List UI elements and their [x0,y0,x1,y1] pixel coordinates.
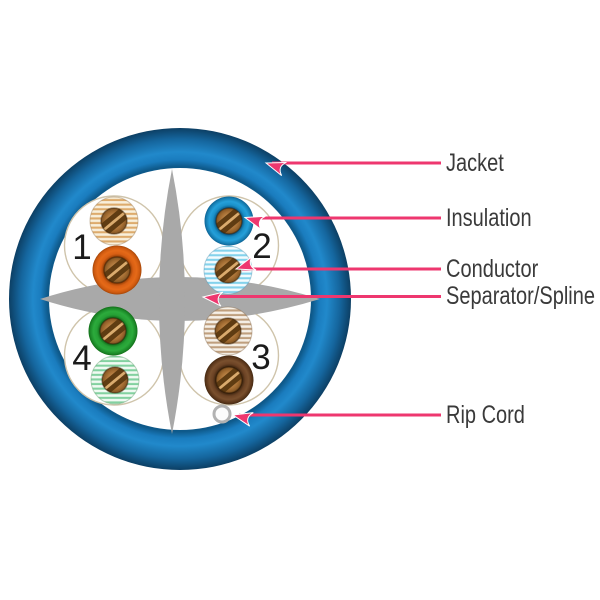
conductor [215,367,243,393]
rip-cord-arrow [230,407,441,427]
jacket-arrow [263,155,441,177]
wire-brown [204,355,254,405]
conductor-label: Conductor [446,255,539,283]
insulation-label: Insulation [446,204,532,232]
conductor [214,318,242,344]
conductor [100,208,128,234]
pair-number-2: 2 [252,227,271,266]
wire-pair-4 [88,306,140,405]
wire-green [88,306,138,356]
separator-label: Separator/Spline [446,282,595,310]
jacket-label: Jacket [446,149,504,177]
separator-arrow [201,289,441,307]
wire-pair-3 [203,306,254,405]
pair-numbers: 1 2 3 4 [72,227,271,378]
pair-number-4: 4 [72,339,91,378]
conductor [215,208,243,234]
conductor [103,257,131,283]
wire-pair-1 [89,196,142,295]
spline-vertical-arm [159,169,185,434]
wire-orange [92,245,142,295]
conductor-arrow [233,256,441,276]
conductor [101,367,129,393]
rip-cord [212,404,232,424]
wire-pair-2 [203,196,254,295]
conductor [99,318,127,344]
wire-white-green [90,355,140,405]
callout-arrows [201,155,441,427]
rip-cord-label: Rip Cord [446,401,525,429]
wire-blue [204,196,254,246]
insulation-arrow [242,209,441,231]
pair-number-1: 1 [72,228,91,267]
pair-number-3: 3 [251,338,270,377]
wire-white-orange [89,196,139,246]
wire-white-brown [203,306,253,356]
conductor [214,257,242,283]
